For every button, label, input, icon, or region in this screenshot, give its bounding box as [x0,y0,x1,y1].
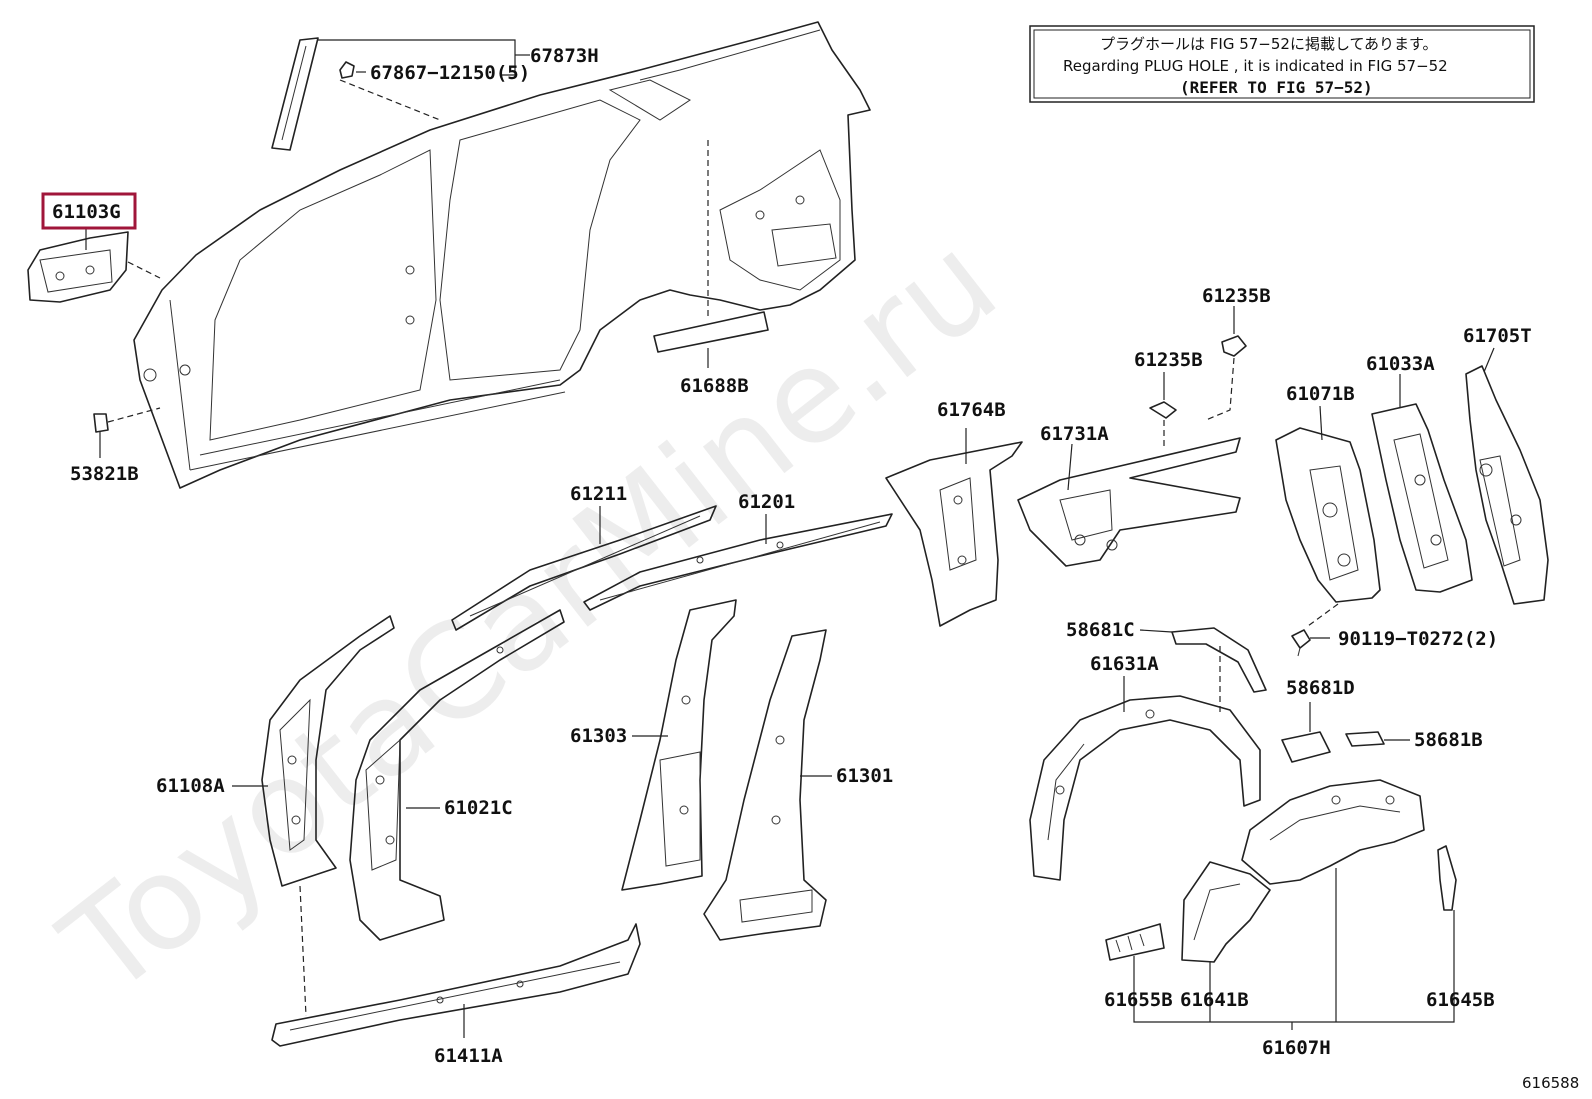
part-61655B [1105,923,1165,961]
label-61705T: 61705T [1463,325,1532,347]
label-61108A: 61108A [156,775,225,797]
part-61764B: 61764B [885,399,1023,627]
group-61607H-bracket [1133,868,1455,1030]
part-61641B [1181,861,1271,963]
note-japanese: プラグホールは FIG 57−52に掲載してあります。 [1100,35,1438,53]
label-61655B: 61655B [1104,989,1173,1011]
label-61764B: 61764B [937,399,1006,421]
side-outer-panel [133,21,871,489]
part-61411A: 61411A [271,923,641,1067]
part-67867-12150: 67867−12150(5) [339,61,530,121]
label-61021C: 61021C [444,797,513,819]
part-61688B: 61688B [653,140,769,397]
label-61688B: 61688B [680,375,749,397]
part-61631A: 61631A [1029,653,1261,881]
part-61301: 61301 [703,629,893,941]
label-67873H: 67873H [530,45,599,67]
part-61071B: 61071B [1275,383,1381,627]
part-58681D: 58681D [1281,677,1355,763]
label-90119-T0272: 90119−T0272(2) [1338,628,1498,650]
part-61201: 61201 [583,491,893,611]
label-61303: 61303 [570,725,627,747]
figure-number: 616588 [1522,1074,1579,1092]
part-58681C: 58681C [1066,619,1267,712]
part-61705T: 61705T [1463,325,1549,605]
label-58681B: 58681B [1414,729,1483,751]
plug-hole-note: プラグホールは FIG 57−52に掲載してあります。 Regarding PL… [1029,25,1535,103]
label-61211: 61211 [570,483,627,505]
part-61033A: 61033A [1366,353,1473,593]
part-61303: 61303 [570,599,737,891]
note-english: Regarding PLUG HOLE , it is indicated in… [1063,57,1448,75]
part-61108A: 61108A [156,615,395,1017]
label-61235B-upper: 61235B [1202,285,1271,307]
part-58681B: 58681B [1345,729,1483,751]
label-58681D: 58681D [1286,677,1355,699]
label-61411A: 61411A [434,1045,503,1067]
part-61235B-lower: 61235B [1134,349,1203,448]
part-61021C: 61021C [349,609,565,941]
part-67873H: 67873H [271,37,599,151]
part-61235B-upper: 61235B [1202,285,1271,421]
label-61103G: 61103G [52,201,121,223]
label-61731A: 61731A [1040,423,1109,445]
label-67867-12150: 67867−12150(5) [370,62,530,84]
label-61201: 61201 [738,491,795,513]
part-53821B: 53821B [70,407,161,485]
highlight-box [41,192,137,230]
label-61033A: 61033A [1366,353,1435,375]
label-61301: 61301 [836,765,893,787]
wheel-house-inner [1241,779,1425,885]
part-61211: 61211 [451,483,717,631]
part-90119-T0272: 90119−T0272(2) [1291,628,1498,657]
part-61731A: 61731A [1017,423,1241,567]
label-61235B-lower: 61235B [1134,349,1203,371]
part-61103G: 61103G [27,192,161,303]
watermark: ToyotaCarMine.ru [35,205,1024,1025]
label-61071B: 61071B [1286,383,1355,405]
label-61641B: 61641B [1180,989,1249,1011]
note-reference: (REFER TO FIG 57−52) [1180,78,1373,97]
label-61631A: 61631A [1090,653,1159,675]
label-61607H: 61607H [1262,1037,1331,1059]
label-58681C: 58681C [1066,619,1135,641]
part-61645B [1437,845,1457,911]
label-53821B: 53821B [70,463,139,485]
label-61645B: 61645B [1426,989,1495,1011]
